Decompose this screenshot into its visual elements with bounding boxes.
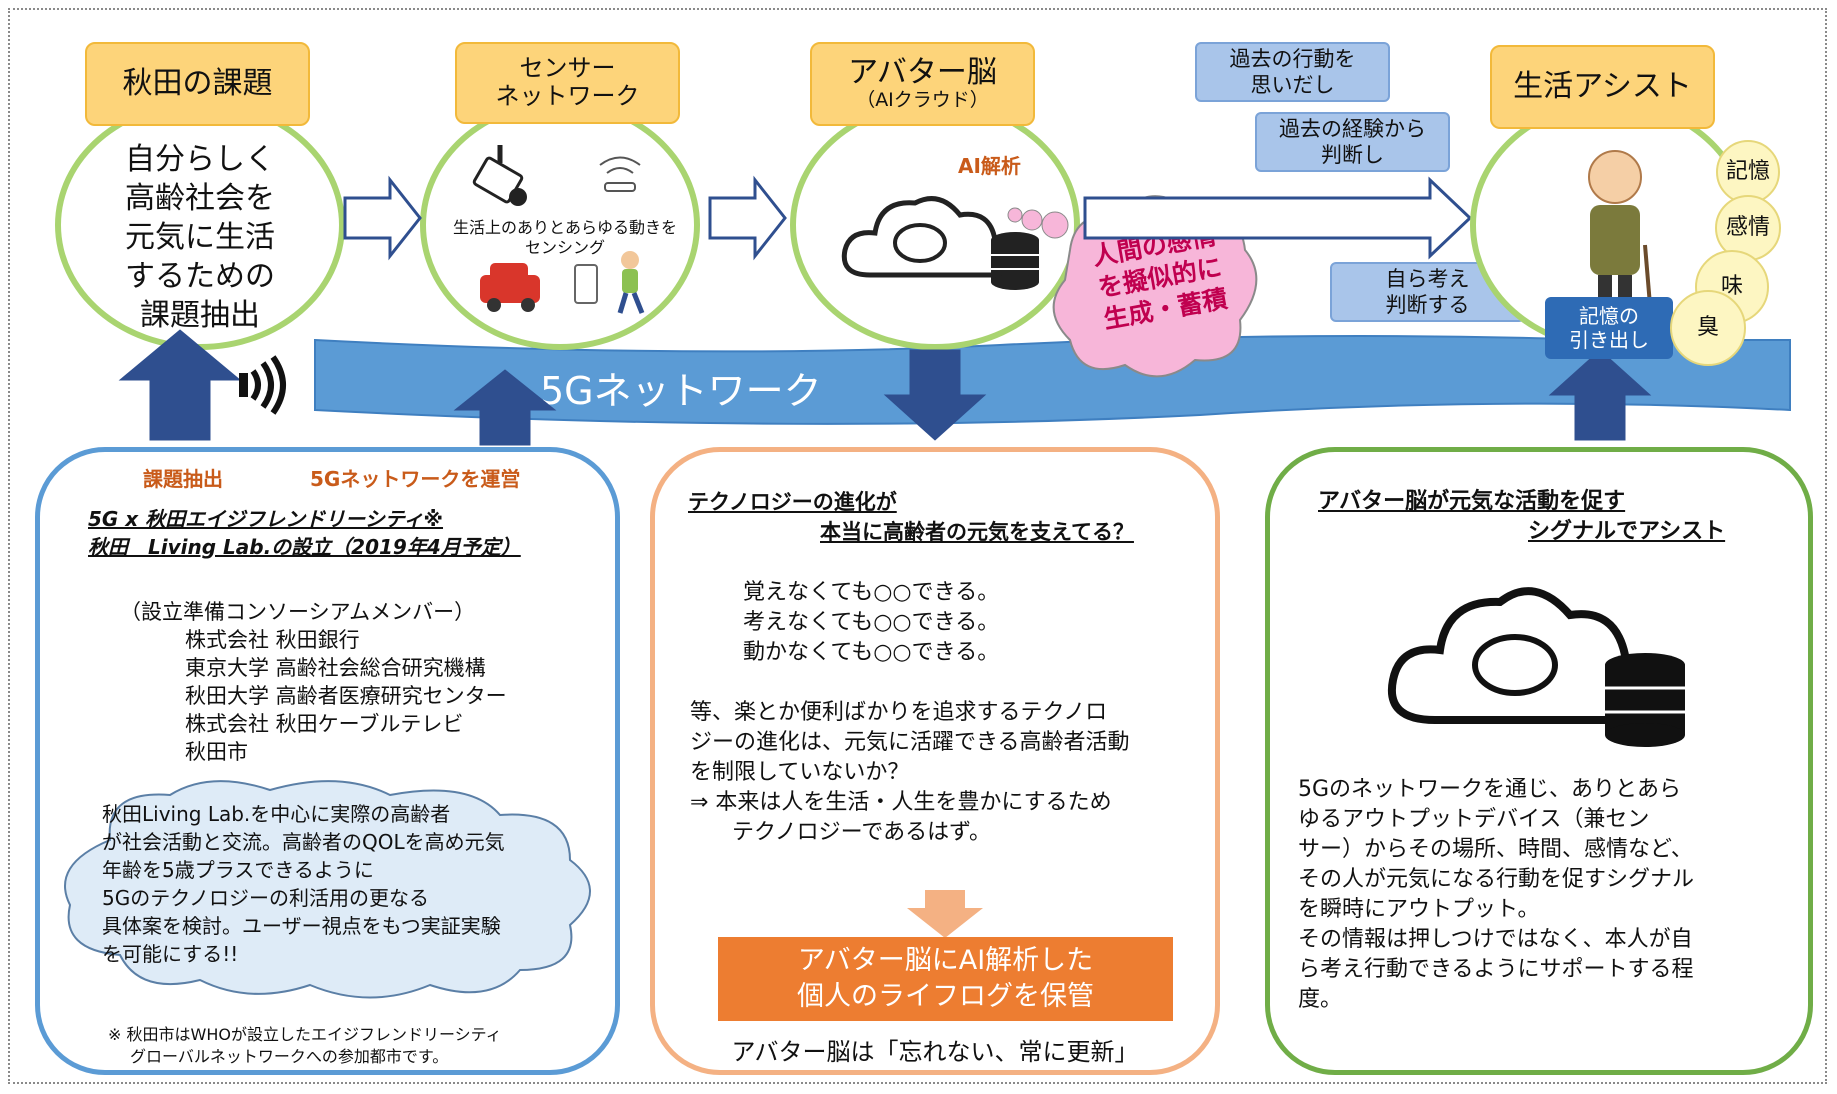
process-box-judge: 過去の経験から判断し: [1255, 112, 1450, 172]
sensor-icons: [472, 145, 645, 314]
consortium-members: （設立準備コンソーシアムメンバー） 株式会社 秋田銀行東京大学 高齢社会総合研究…: [120, 600, 507, 764]
avatar-brain-title: アバター脳（AIクラウド）: [810, 42, 1035, 126]
arrow-avatar-to-life: [1083, 176, 1473, 260]
up-arrow-life: [1548, 349, 1652, 441]
sense-emotion: 感情: [1715, 195, 1781, 261]
avatar-never-forgets: アバター脳は「忘れない、常に更新」: [731, 1038, 1139, 1066]
living-lab-cloud: [64, 780, 591, 999]
technology-heading: テクノロジーの進化が本当に高齢者の元気を支えてる？: [688, 490, 1134, 544]
signal-assist-heading: アバター脳が元気な活動を促すシグナルでアシスト: [1318, 489, 1726, 544]
car-icon: [480, 263, 540, 312]
memory-retrieval-button: 記憶の引き出し: [1545, 297, 1673, 359]
tag-issue-extraction: 課題抽出: [143, 467, 223, 491]
living-lab-footnote: ※ 秋田市はWHOが設立したエイジフレンドリーシティグローバルネットワークへの参…: [108, 1025, 502, 1066]
cloud-brain-large-icon: [1387, 587, 1685, 747]
signal-icon: [239, 355, 286, 415]
phone-icon: [574, 264, 598, 304]
sensor-network-circle: [420, 100, 700, 350]
sense-smell: 臭: [1670, 290, 1746, 366]
cloud-brain-icon: [841, 196, 1039, 290]
sensor-caption: 生活上のありとあらゆる動きをセンシング: [452, 218, 677, 257]
dotted-frame: [8, 8, 1827, 1084]
lifelog-storage-box: アバター脳にAI解析した個人のライフログを保管: [718, 937, 1173, 1021]
up-arrow-network: [453, 369, 557, 446]
network-band-label: 5Gネットワーク: [540, 369, 822, 413]
sensor-network-title: センサーネットワーク: [455, 42, 680, 124]
ai-analysis-label: AI解析: [958, 154, 1021, 178]
sense-memory: 記憶: [1716, 140, 1780, 204]
process-box-recall: 過去の行動を思いだし: [1195, 42, 1390, 102]
akita-issue-title: 秋田の課題: [85, 42, 310, 126]
technology-paragraph: 等、楽とか便利ばかりを追求するテクノロジーの進化は、元気に活躍できる高齢者活動を…: [690, 700, 1130, 845]
orange-down-arrow: [907, 890, 983, 938]
signal-assist-body: 5Gのネットワークを通じ、ありとあらゆるアウトプットデバイス（兼センサー）からそ…: [1298, 777, 1695, 1012]
arrow-issue-to-sensor: [343, 175, 422, 261]
camera-icon: [472, 145, 527, 206]
tag-network-operation: 5Gネットワークを運営: [310, 467, 521, 491]
elderly-person-icon: [1588, 150, 1652, 306]
signal-assist-panel: [1265, 447, 1813, 1075]
up-arrow-issue: [118, 329, 242, 441]
arrow-sensor-to-avatar: [708, 175, 787, 261]
living-lab-cloud-text: 秋田Living Lab.を中心に実際の高齢者が社会活動と交流。高齢者のQOLを…: [102, 802, 505, 966]
down-arrow-avatar: [883, 349, 987, 441]
wifi-router-icon: [599, 156, 641, 192]
walking-person-icon: [617, 251, 645, 314]
life-assist-title: 生活アシスト: [1490, 45, 1715, 129]
process-box-think: 自ら考え判断する: [1330, 262, 1525, 322]
technology-list: 覚えなくても○○できる。考えなくても○○できる。動かなくても○○できる。: [743, 580, 1000, 665]
akita-issue-body: 自分らしく高齢社会を元気に生活するための課題抽出: [125, 142, 275, 333]
living-lab-heading: 5G x 秋田エイジフレンドリーシティ※秋田 Living Lab.の設立（20…: [88, 507, 521, 559]
